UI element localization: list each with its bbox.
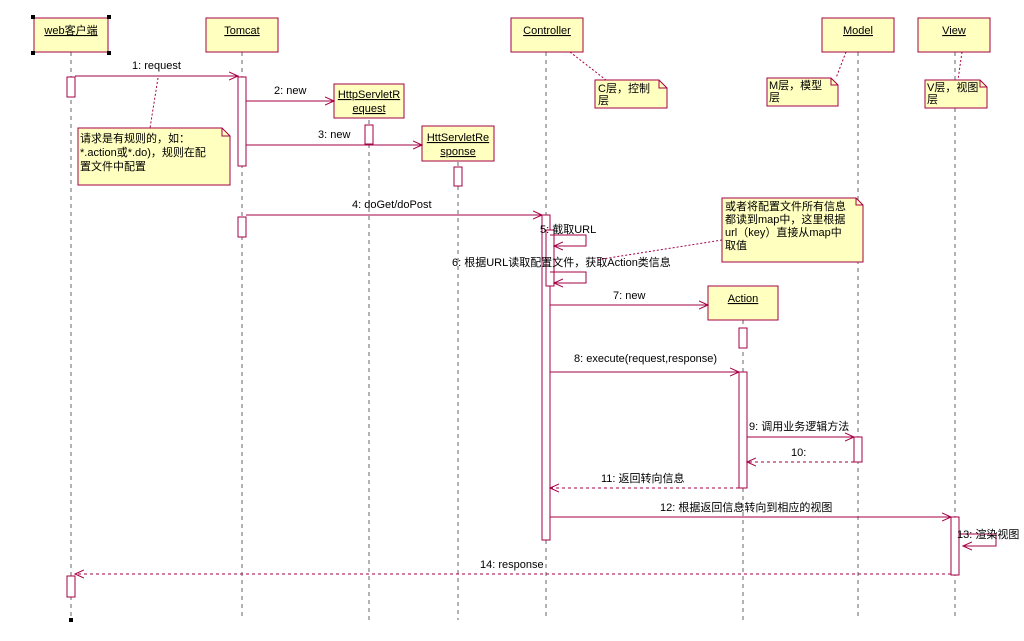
note-controller-line-1: C层，控制: [598, 81, 650, 95]
note-view-line-1: V层，视图: [927, 80, 978, 94]
object-view-label: View: [942, 25, 966, 37]
activation-model: [853, 436, 863, 463]
message-13-arrow[interactable]: [959, 533, 997, 546]
object-web-client[interactable]: web客户端: [33, 17, 109, 53]
note-config-map[interactable]: 或者将配置文件所有信息 都读到map中，这里根据 url（key）直接从map中…: [721, 197, 864, 263]
activation-response: [453, 166, 463, 187]
object-response-label-2: sponse: [440, 146, 475, 158]
object-controller[interactable]: Controller: [510, 17, 584, 53]
object-tomcat[interactable]: Tomcat: [205, 17, 279, 53]
note-config-map-line-4: 取值: [725, 239, 747, 252]
object-web-label: web客户端: [43, 23, 97, 37]
activation-controller-self: [545, 229, 555, 287]
activation-action-2: [738, 371, 748, 489]
activation-tomcat-2: [237, 216, 247, 238]
selection-handle[interactable]: [107, 15, 111, 19]
object-tomcat-label: Tomcat: [224, 25, 259, 37]
note-anchor-controller: [569, 51, 607, 81]
message-4-label: 4: doGet/doPost: [352, 199, 432, 211]
note-anchor-view: [957, 51, 963, 81]
note-anchor-model: [835, 51, 847, 79]
activation-web-1: [66, 76, 76, 98]
object-action[interactable]: Action: [707, 285, 779, 321]
message-1-label: 1: request: [132, 60, 181, 72]
note-model-line-1: M层，模型: [769, 78, 822, 92]
object-model-label: Model: [843, 25, 873, 37]
message-8-label: 8: execute(request,response): [574, 353, 717, 365]
object-response-label-1: HttServletRe: [427, 132, 489, 144]
message-14-label: 14: response: [480, 559, 544, 571]
note-view-line-2: 层: [927, 93, 938, 106]
note-model-layer[interactable]: M层，模型 层: [766, 77, 839, 107]
message-10-label: 10:: [791, 447, 806, 459]
object-http-servlet-response[interactable]: HttServletRe sponse: [421, 125, 495, 162]
note-request-rule[interactable]: 请求是有规则的，如： *.action或*.do)，规则在配 置文件中配置: [77, 127, 231, 186]
note-controller-line-2: 层: [598, 94, 609, 107]
selection-handle[interactable]: [31, 15, 35, 19]
note-request-rule-line-3: 置文件中配置: [80, 159, 146, 173]
message-5-label: 5: 截取URL: [540, 222, 596, 236]
message-5-arrow[interactable]: [550, 234, 587, 246]
activation-view: [950, 516, 960, 576]
selection-handle[interactable]: [31, 51, 35, 55]
object-request-label-1: HttpServletR: [338, 89, 400, 101]
selection-handle[interactable]: [107, 51, 111, 55]
note-view-layer[interactable]: V层，视图 层: [924, 79, 988, 109]
object-model[interactable]: Model: [821, 17, 895, 53]
message-7-label: 7: new: [613, 290, 645, 302]
note-anchor-request-rule: [149, 77, 159, 129]
activation-request: [364, 124, 374, 145]
message-6-arrow[interactable]: [550, 271, 587, 283]
message-9-label: 9: 调用业务逻辑方法: [749, 419, 849, 433]
object-http-servlet-request[interactable]: HttpServletR equest: [333, 83, 405, 119]
message-12-label: 12: 根据返回信息转向到相应的视图: [660, 500, 832, 514]
message-11-label: 11: 返回转向信息: [601, 471, 685, 485]
note-config-map-line-1: 或者将配置文件所有信息: [725, 199, 846, 213]
activation-tomcat-1: [237, 76, 247, 167]
activation-controller: [541, 214, 551, 541]
object-action-label: Action: [728, 293, 759, 305]
selection-handle[interactable]: [69, 618, 73, 622]
note-request-rule-line-1: 请求是有规则的，如：: [80, 131, 190, 145]
object-controller-label: Controller: [523, 25, 571, 37]
note-config-map-line-3: url（key）直接从map中: [725, 225, 842, 239]
message-3-label: 3: new: [318, 129, 350, 141]
activation-web-2: [66, 575, 76, 598]
message-13-label: 13: 渲染视图: [957, 527, 1019, 541]
note-config-map-line-2: 都读到map中，这里根据: [725, 212, 845, 226]
note-request-rule-line-2: *.action或*.do)，规则在配: [80, 145, 206, 159]
activation-action-1: [738, 327, 748, 349]
note-controller-layer[interactable]: C层，控制 层: [594, 79, 668, 109]
note-anchor-config-map: [595, 239, 723, 261]
object-view[interactable]: View: [917, 17, 991, 53]
message-6-label: 6: 根据URL读取配置文件，获取Action类信息: [452, 255, 671, 269]
message-2-label: 2: new: [274, 85, 306, 97]
object-request-label-2: equest: [352, 103, 385, 115]
note-model-line-2: 层: [769, 91, 780, 104]
